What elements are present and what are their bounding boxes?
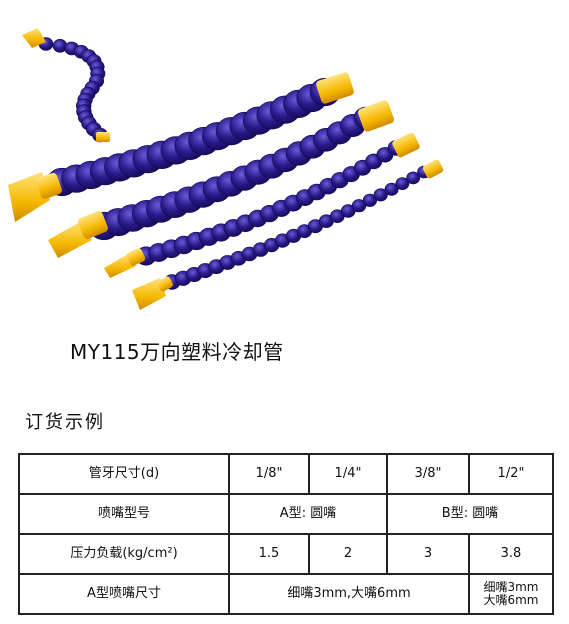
order-example-heading: 订货示例	[25, 412, 105, 433]
hose-3-body	[135, 140, 405, 266]
hose-1-thin-section	[38, 37, 108, 143]
table-row: 压力负载(kg/cm²) 1.5 2 3 3.8	[18, 533, 554, 575]
row-label: 压力负载(kg/cm²)	[18, 533, 230, 575]
product-photo	[8, 28, 444, 310]
cell-thread-3-8: 3/8"	[386, 453, 470, 495]
cell-nozzle-type-b: B型: 圆嘴	[386, 493, 554, 535]
cell-pressure-4: 3.8	[468, 533, 554, 575]
table-row: A型喷嘴尺寸 细嘴3mm,大嘴6mm 细嘴3mm 大嘴6mm	[18, 573, 554, 615]
spec-table: 管牙尺寸(d) 1/8" 1/4" 3/8" 1/2" 喷嘴型号 A型: 圆嘴 …	[18, 453, 554, 615]
cell-pressure-2: 2	[308, 533, 388, 575]
hose-segment	[406, 171, 421, 185]
table-row: 喷嘴型号 A型: 圆嘴 B型: 圆嘴	[18, 493, 554, 535]
hose-1-thread-connector	[316, 72, 354, 104]
hose-1-nozzle-tip	[22, 28, 46, 48]
hose-segment	[373, 188, 388, 202]
hose-segment	[384, 182, 399, 196]
cell-nozzle-type-a: A型: 圆嘴	[228, 493, 388, 535]
cell-pressure-3: 3	[386, 533, 470, 575]
nozzle-size-fine: 细嘴3mm	[483, 580, 539, 594]
hose-4-thread-connector	[422, 159, 444, 179]
hose-2-round-nozzle	[48, 211, 108, 258]
cell-pressure-1: 1.5	[228, 533, 310, 575]
cell-thread-1-2: 1/2"	[468, 453, 554, 495]
product-title: MY115万向塑料冷却管	[70, 340, 284, 364]
table-row: 管牙尺寸(d) 1/8" 1/4" 3/8" 1/2"	[18, 453, 554, 495]
cell-thread-1-4: 1/4"	[308, 453, 388, 495]
hose-1-small-joint	[96, 132, 110, 142]
row-label: 管牙尺寸(d)	[18, 453, 230, 495]
cell-nozzle-size-small: 细嘴3mm,大嘴6mm	[228, 573, 470, 615]
hose-segment	[362, 193, 378, 207]
hose-1-thick-section	[46, 77, 341, 197]
hose-segment	[395, 177, 410, 190]
hose-3-round-nozzle	[104, 248, 146, 278]
hose-1-fan-nozzle	[8, 172, 62, 222]
cell-nozzle-size-large: 细嘴3mm 大嘴6mm	[468, 573, 554, 615]
hose-2-body	[88, 106, 379, 241]
row-label: A型喷嘴尺寸	[18, 573, 230, 615]
hose-4-fan-nozzle	[132, 276, 173, 310]
cell-thread-1-8: 1/8"	[228, 453, 310, 495]
hose-2-thread-connector	[357, 100, 395, 132]
nozzle-size-large: 大嘴6mm	[483, 593, 539, 607]
row-label: 喷嘴型号	[18, 493, 230, 535]
hose-3-thread-connector	[392, 132, 420, 158]
